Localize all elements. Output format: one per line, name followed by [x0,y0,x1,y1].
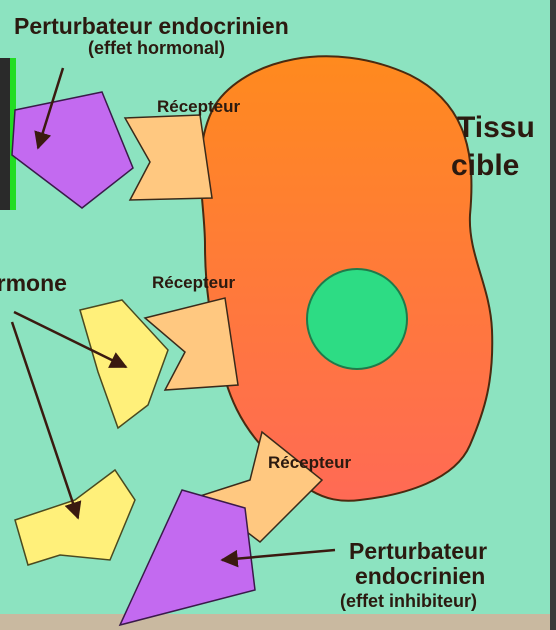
disruptor-hormonal-title: Perturbateur endocrinien [14,13,289,39]
hormone-label: Hormone [0,270,67,296]
nucleus [307,269,407,369]
target-tissue-label-2: cible [451,149,519,182]
left-panel [0,58,10,210]
target-tissue-label-1: Tissu [457,111,535,144]
receptor-label-bottom: Récepteur [268,453,352,472]
receptor-label-middle: Récepteur [152,273,236,292]
disruptor-hormonal-subtitle: (effet hormonal) [88,38,225,58]
receptor-label-top: Récepteur [157,97,241,116]
disruptor-inhibitor-line-1: Perturbateur [349,538,487,564]
disruptor-inhibitor-line-2: endocrinien [355,563,485,589]
bottom-border [0,614,556,630]
disruptor-inhibitor-line-3: (effet inhibiteur) [340,591,477,611]
right-border [550,0,556,630]
